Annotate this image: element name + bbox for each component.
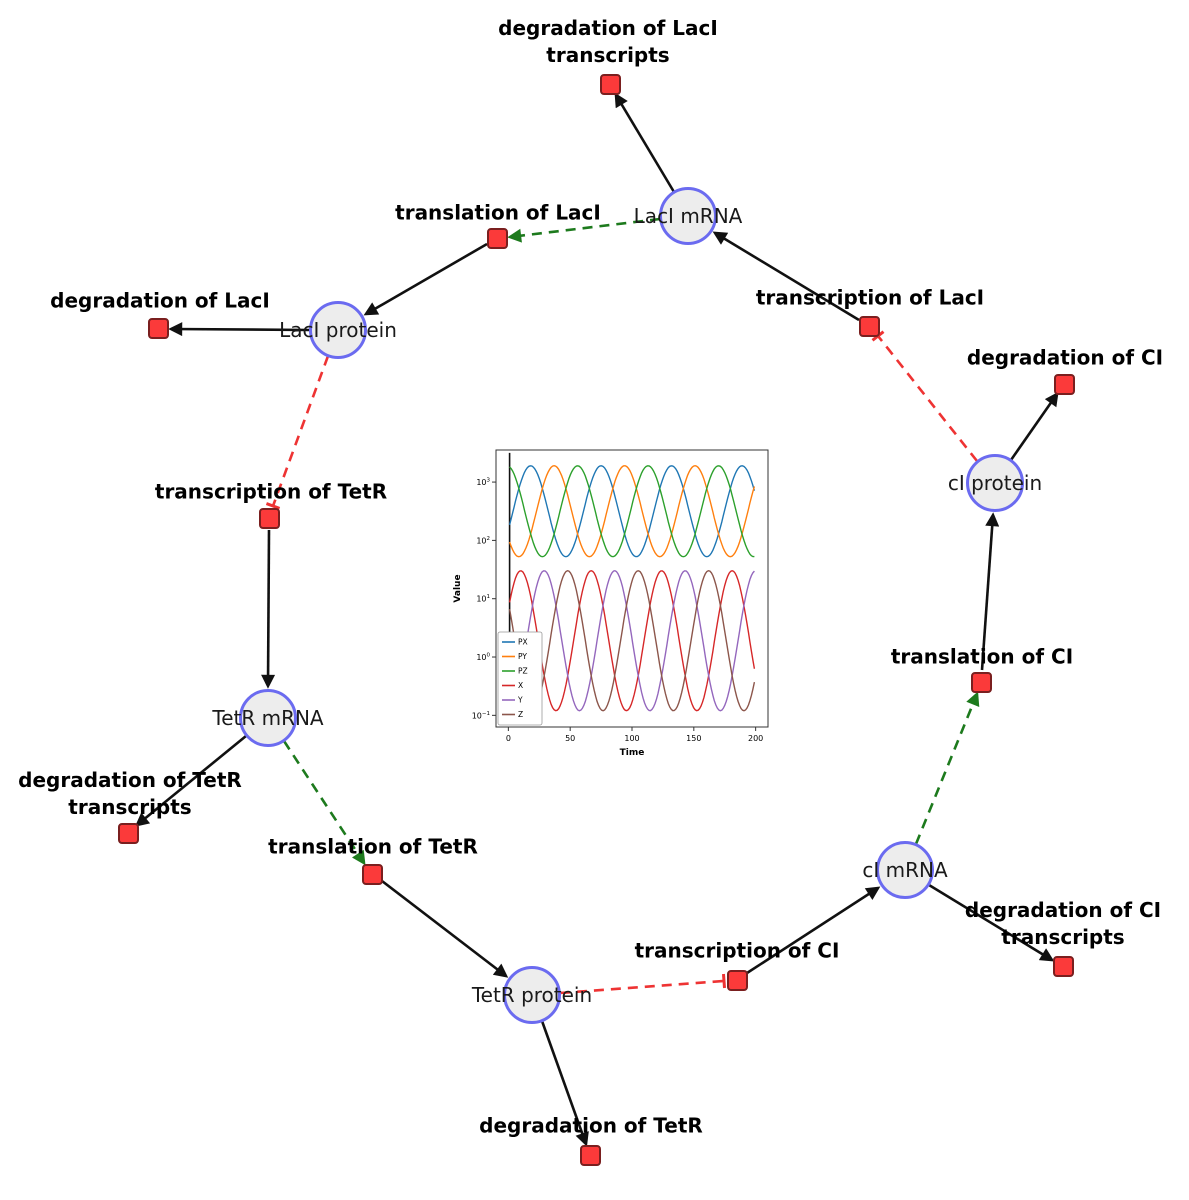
edge-translation-laci-to-laci-protein: [363, 242, 488, 316]
svg-text:101: 101: [476, 594, 490, 604]
series-PX: [508, 465, 756, 558]
edge-translation-tetr-to-tetr-protein: [381, 879, 509, 978]
svg-text:103: 103: [476, 478, 490, 488]
reaction-node-transcription-of-tetr[interactable]: [259, 508, 280, 529]
species-circle: [966, 454, 1024, 512]
svg-text:X: X: [518, 681, 523, 690]
reaction-node-translation-of-laci[interactable]: [487, 228, 508, 249]
svg-text:Time: Time: [620, 748, 645, 758]
species-node-laci-mrna[interactable]: LacI mRNA: [634, 187, 742, 245]
species-circle: [659, 187, 717, 245]
svg-text:102: 102: [476, 536, 490, 546]
edge-laci-mrna-to-degradation-transcripts: [614, 92, 676, 193]
reaction-label-transcription-of-tetr: transcription of TetR: [154, 479, 388, 504]
series-Z: [508, 569, 756, 712]
reaction-label-translation-of-laci: translation of LacI: [395, 200, 601, 225]
svg-text:100: 100: [624, 734, 639, 743]
reaction-node-degradation-of-tetr-transcripts[interactable]: [118, 823, 139, 844]
species-node-tetr-mrna[interactable]: TetR mRNA: [212, 689, 324, 747]
series-PZ: [509, 465, 755, 558]
svg-text:0: 0: [506, 734, 511, 743]
reaction-label-degradation-of-ci-transcripts: degradation of CI transcripts: [964, 898, 1162, 949]
species-node-ci-mrna[interactable]: cI mRNA: [862, 841, 948, 899]
reaction-label-degradation-of-laci-transcripts: degradation of LacI transcripts: [498, 16, 718, 67]
species-label: LacI protein: [279, 318, 397, 342]
species-label: cI mRNA: [862, 858, 948, 882]
series-PY: [508, 464, 756, 558]
svg-text:PX: PX: [518, 638, 528, 647]
svg-text:10−1: 10−1: [472, 711, 490, 721]
reaction-label-transcription-of-ci: transcription of CI: [634, 938, 840, 963]
reaction-node-transcription-of-ci[interactable]: [727, 970, 748, 991]
reaction-node-degradation-of-laci[interactable]: [148, 318, 169, 339]
svg-text:100: 100: [476, 653, 490, 663]
species-label: LacI mRNA: [633, 204, 743, 228]
reaction-node-degradation-of-laci-transcripts[interactable]: [600, 74, 621, 95]
series-Y: [509, 569, 755, 712]
chart-legend: PX PY PZ XYZ: [497, 631, 543, 726]
reaction-node-degradation-of-ci[interactable]: [1054, 374, 1075, 395]
edge-ci-protein-to-degradation: [1009, 391, 1059, 461]
reaction-label-degradation-of-laci: degradation of LacI: [50, 288, 270, 313]
reaction-node-degradation-of-tetr[interactable]: [580, 1145, 601, 1166]
reaction-label-translation-of-tetr: translation of TetR: [268, 834, 478, 859]
reaction-node-transcription-of-laci[interactable]: [859, 316, 880, 337]
species-circle: [503, 966, 561, 1024]
series-X: [508, 569, 756, 712]
svg-text:Y: Y: [517, 696, 523, 705]
species-circle: [876, 841, 934, 899]
edge-transcription-tetr-to-tetr-mrna: [261, 529, 276, 689]
species-label: cI protein: [947, 471, 1043, 495]
reaction-label-degradation-of-tetr-transcripts: degradation of TetR transcripts: [18, 768, 242, 819]
species-circle: [309, 301, 367, 359]
reaction-label-translation-of-ci: translation of CI: [890, 644, 1074, 669]
svg-text:150: 150: [686, 734, 701, 743]
svg-text:Value: Value: [453, 574, 463, 602]
edge-ci-protein-inhibits-transcription-laci: [871, 330, 979, 462]
reaction-node-translation-of-ci[interactable]: [971, 672, 992, 693]
species-label: TetR mRNA: [212, 706, 324, 730]
svg-text:200: 200: [748, 734, 763, 743]
svg-text:PZ: PZ: [518, 667, 528, 676]
reaction-node-degradation-of-ci-transcripts[interactable]: [1053, 956, 1074, 977]
species-node-laci-protein[interactable]: LacI protein: [279, 301, 397, 359]
reaction-label-transcription-of-laci: transcription of LacI: [755, 285, 985, 310]
edge-ci-mrna-modifies-translation: [914, 691, 980, 845]
species-node-tetr-protein[interactable]: TetR protein: [472, 966, 592, 1024]
species-circle: [239, 689, 297, 747]
svg-text:Z: Z: [518, 710, 523, 719]
svg-text:PY: PY: [518, 652, 527, 661]
species-label: TetR protein: [471, 983, 593, 1007]
reaction-label-degradation-of-ci: degradation of CI: [966, 345, 1164, 370]
reaction-node-translation-of-tetr[interactable]: [362, 864, 383, 885]
species-node-ci-protein[interactable]: cI protein: [948, 454, 1042, 512]
chart-series: [508, 464, 756, 712]
svg-text:50: 50: [565, 734, 575, 743]
reaction-label-degradation-of-tetr: degradation of TetR: [479, 1113, 703, 1138]
